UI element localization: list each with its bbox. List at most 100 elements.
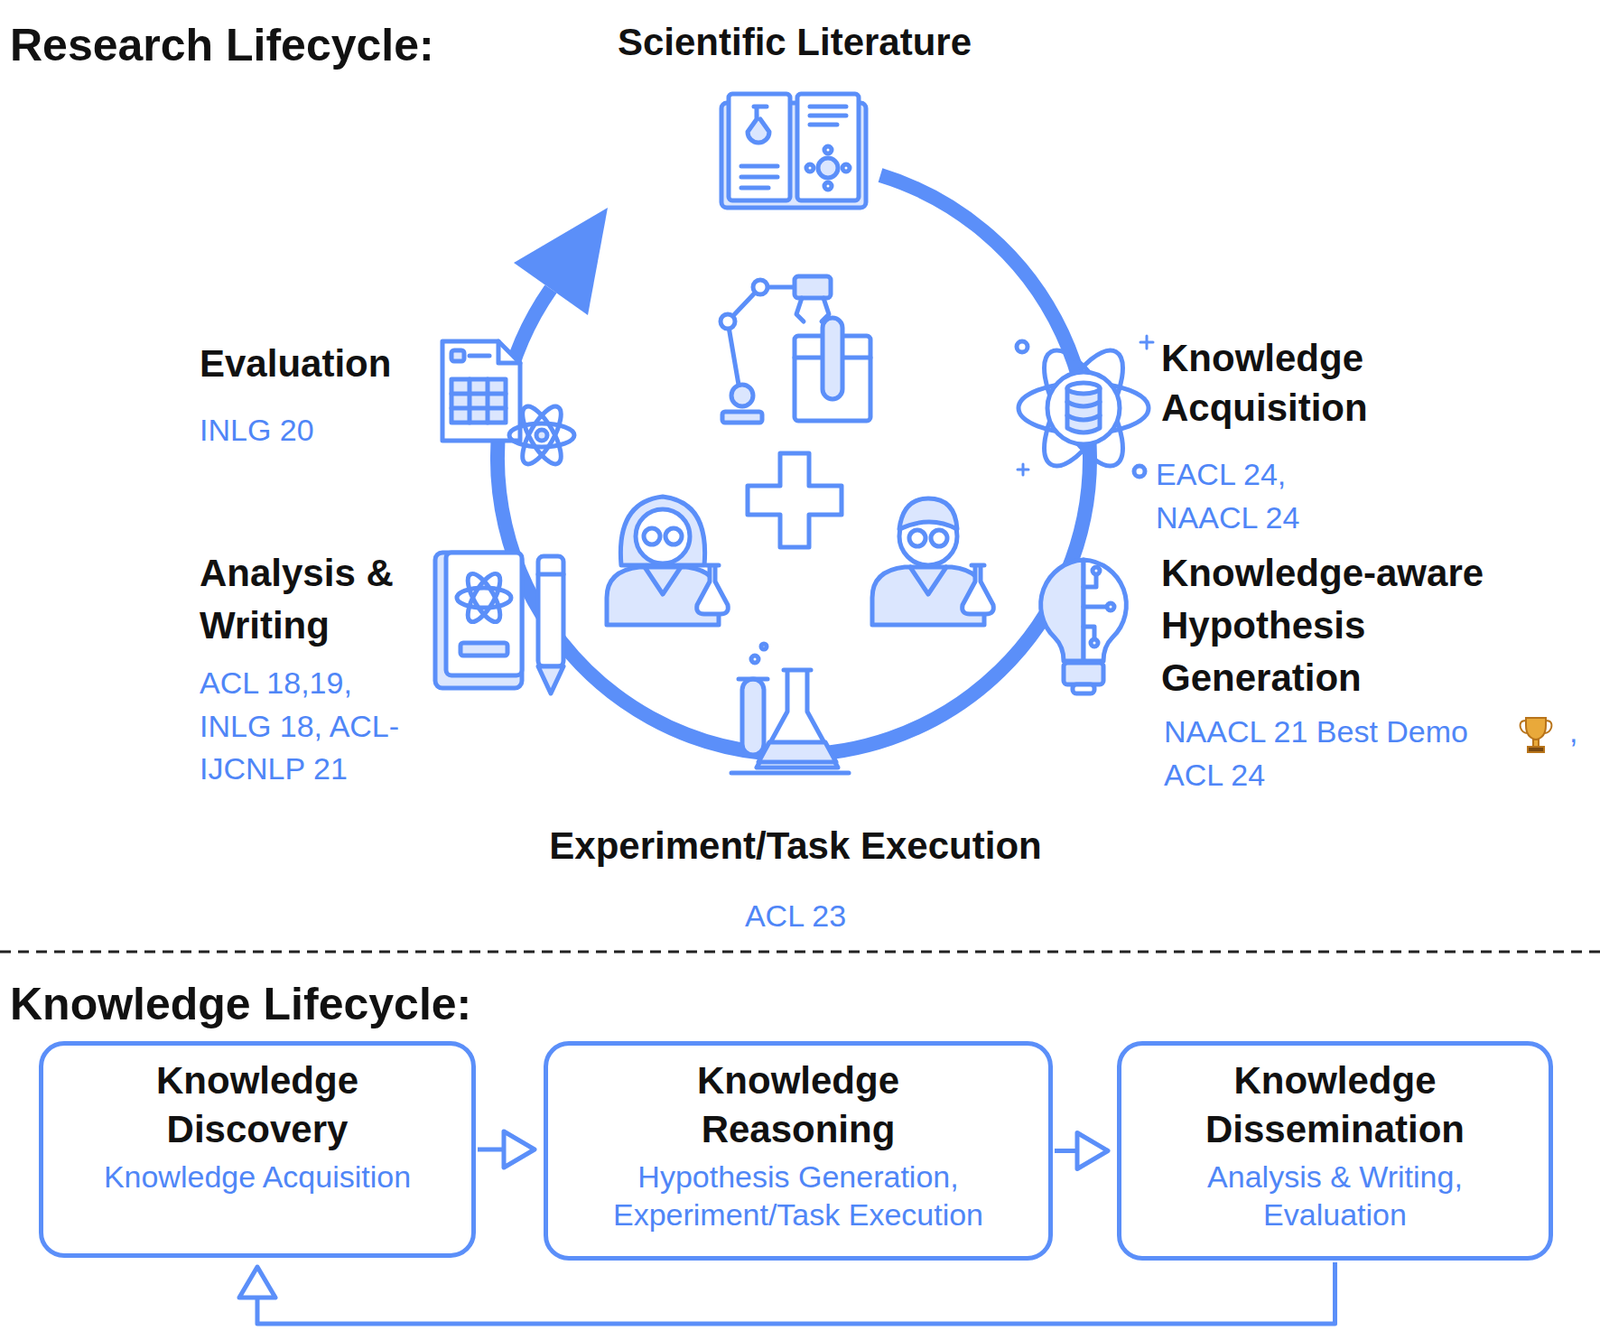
male-scientist-icon-part: [909, 530, 926, 547]
flow-arrow: [239, 1262, 1336, 1324]
literature-book-icon-part: [797, 93, 859, 201]
evaluation-document-icon-part: [515, 400, 569, 469]
venue-label: NAACL 21 Best Demo: [1163, 713, 1517, 751]
process-box: Knowledge DisseminationAnalysis & Writin…: [1116, 1041, 1554, 1261]
section-divider: [0, 951, 1600, 953]
literature-book-icon-part: [824, 182, 832, 190]
venue-label: ACL 23: [389, 897, 1202, 935]
box-heading: Knowledge Dissemination: [1181, 1056, 1489, 1154]
knowledge-atom-icon: [1016, 335, 1154, 477]
writing-book-icon-part: [538, 572, 564, 577]
female-scientist-icon-part: [665, 528, 682, 545]
male-scientist-icon-part: [962, 565, 995, 614]
connector-line: [1054, 1148, 1078, 1154]
robot-arm-icon-part: [753, 279, 768, 295]
writing-book-icon-part: [461, 569, 506, 627]
robot-arm-icon-part: [720, 314, 735, 329]
section-heading: Knowledge Lifecycle:: [9, 976, 642, 1032]
lab-flasks-icon-part: [758, 742, 837, 763]
hypothesis-bulb-icon: [1041, 559, 1127, 694]
hypothesis-bulb-icon-part: [1072, 684, 1095, 694]
evaluation-document-icon-part: [451, 379, 506, 423]
evaluation-document-icon-part: [536, 429, 548, 441]
knowledge-atom-icon-part: [1047, 372, 1120, 445]
plus-sign-part: [747, 453, 842, 548]
hypothesis-bulb-icon-part: [1083, 559, 1126, 661]
box-heading: Knowledge Discovery: [103, 1056, 411, 1154]
process-box: Knowledge DiscoveryKnowledge Acquisition: [38, 1041, 476, 1258]
cycle-arrow-part: [513, 207, 608, 316]
stage-name: Experiment/Task Execution: [389, 823, 1202, 869]
writing-book-icon-part: [538, 666, 564, 694]
writing-book-icon-part: [461, 569, 506, 627]
hypothesis-bulb-icon-part: [1090, 639, 1098, 647]
writing-book-icon-part: [460, 642, 508, 656]
female-scientist-icon-part: [697, 565, 729, 614]
stage-name: Analysis & Writing: [199, 547, 444, 652]
female-scientist-icon-part: [644, 567, 681, 595]
literature-book-icon-part: [809, 106, 847, 125]
knowledge-atom-icon-part: [1018, 382, 1149, 434]
cycle-arrow: [497, 175, 1090, 755]
knowledge-atom-icon-part: [1016, 341, 1028, 353]
lab-flasks-icon-part: [756, 669, 838, 768]
robot-arm-icon-part: [822, 317, 843, 400]
evaluation-document-icon-part: [442, 341, 521, 441]
literature-book-icon-part: [806, 164, 814, 172]
literature-book-icon-part: [747, 106, 770, 143]
literature-book-icon-part: [818, 158, 838, 178]
literature-book-icon: [721, 93, 866, 208]
evaluation-document-icon-part: [451, 350, 465, 362]
stage-name: Knowledge Acquisition: [1161, 334, 1424, 433]
literature-book-icon-part: [741, 166, 778, 188]
trophy-icon: [1520, 717, 1553, 753]
hypothesis-bulb-icon-part: [1106, 603, 1115, 611]
trophy-icon-part: [1533, 739, 1539, 747]
robot-arm-icon: [720, 276, 871, 423]
male-scientist-icon-part: [910, 567, 947, 595]
writing-book-icon: [435, 552, 564, 694]
writing-book-icon-part: [446, 552, 522, 676]
writing-book-icon-part: [538, 556, 564, 667]
arrow-head: [1077, 1133, 1108, 1170]
hypothesis-bulb-icon-part: [1083, 574, 1107, 640]
knowledge-atom-icon-part: [1067, 382, 1100, 394]
lab-flasks-icon: [731, 643, 849, 773]
evaluation-document-icon-part: [451, 379, 506, 423]
stage-name: Scientific Literature: [523, 19, 1066, 66]
box-heading: Knowledge Reasoning: [644, 1056, 952, 1154]
lab-flasks-icon-part: [731, 771, 849, 776]
evaluation-document-icon-part: [509, 423, 575, 447]
female-scientist-icon-part: [620, 496, 705, 566]
lab-flasks-icon-part: [738, 677, 768, 682]
section-divider-part: [0, 950, 1600, 954]
male-scientist-icon-part: [930, 530, 948, 547]
evaluation-document-icon-part: [498, 341, 521, 363]
box-body: Hypothesis Generation, Experiment/Task E…: [586, 1157, 1011, 1235]
hypothesis-bulb-icon-part: [1092, 567, 1100, 575]
venue-label: ACL 18,19, INLG 18, ACL-IJCNLP 21: [199, 661, 426, 791]
female-scientist-icon-part: [635, 509, 690, 564]
trophy-icon-part: [1525, 717, 1546, 740]
venue-label: ACL 24: [1163, 756, 1435, 794]
box-body: Analysis & Writing, Evaluation: [1154, 1157, 1517, 1235]
robot-arm-icon-part: [727, 287, 804, 385]
evaluation-document-icon-part: [515, 400, 569, 469]
lab-flasks-icon-part: [761, 643, 767, 650]
venue-separator: ,: [1569, 713, 1588, 751]
knowledge-atom-icon-part: [1067, 401, 1100, 420]
male-scientist-icon-part: [899, 498, 958, 530]
literature-book-icon-part: [728, 93, 791, 201]
knowledge-atom-icon-part: [1017, 335, 1154, 475]
female-scientist-icon-part: [643, 528, 661, 545]
male-scientist-icon: [872, 498, 994, 625]
arrow-head: [239, 1266, 276, 1298]
stage-name: Knowledge-aware Hypothesis Generation: [1161, 547, 1550, 705]
cycle-arrow-part: [497, 175, 1090, 755]
robot-arm-icon-part: [796, 297, 829, 322]
connector-line: [257, 1262, 1336, 1324]
knowledge-atom-icon-part: [1134, 465, 1145, 477]
process-box: Knowledge ReasoningHypothesis Generation…: [543, 1041, 1053, 1261]
plus-sign: [747, 453, 842, 548]
